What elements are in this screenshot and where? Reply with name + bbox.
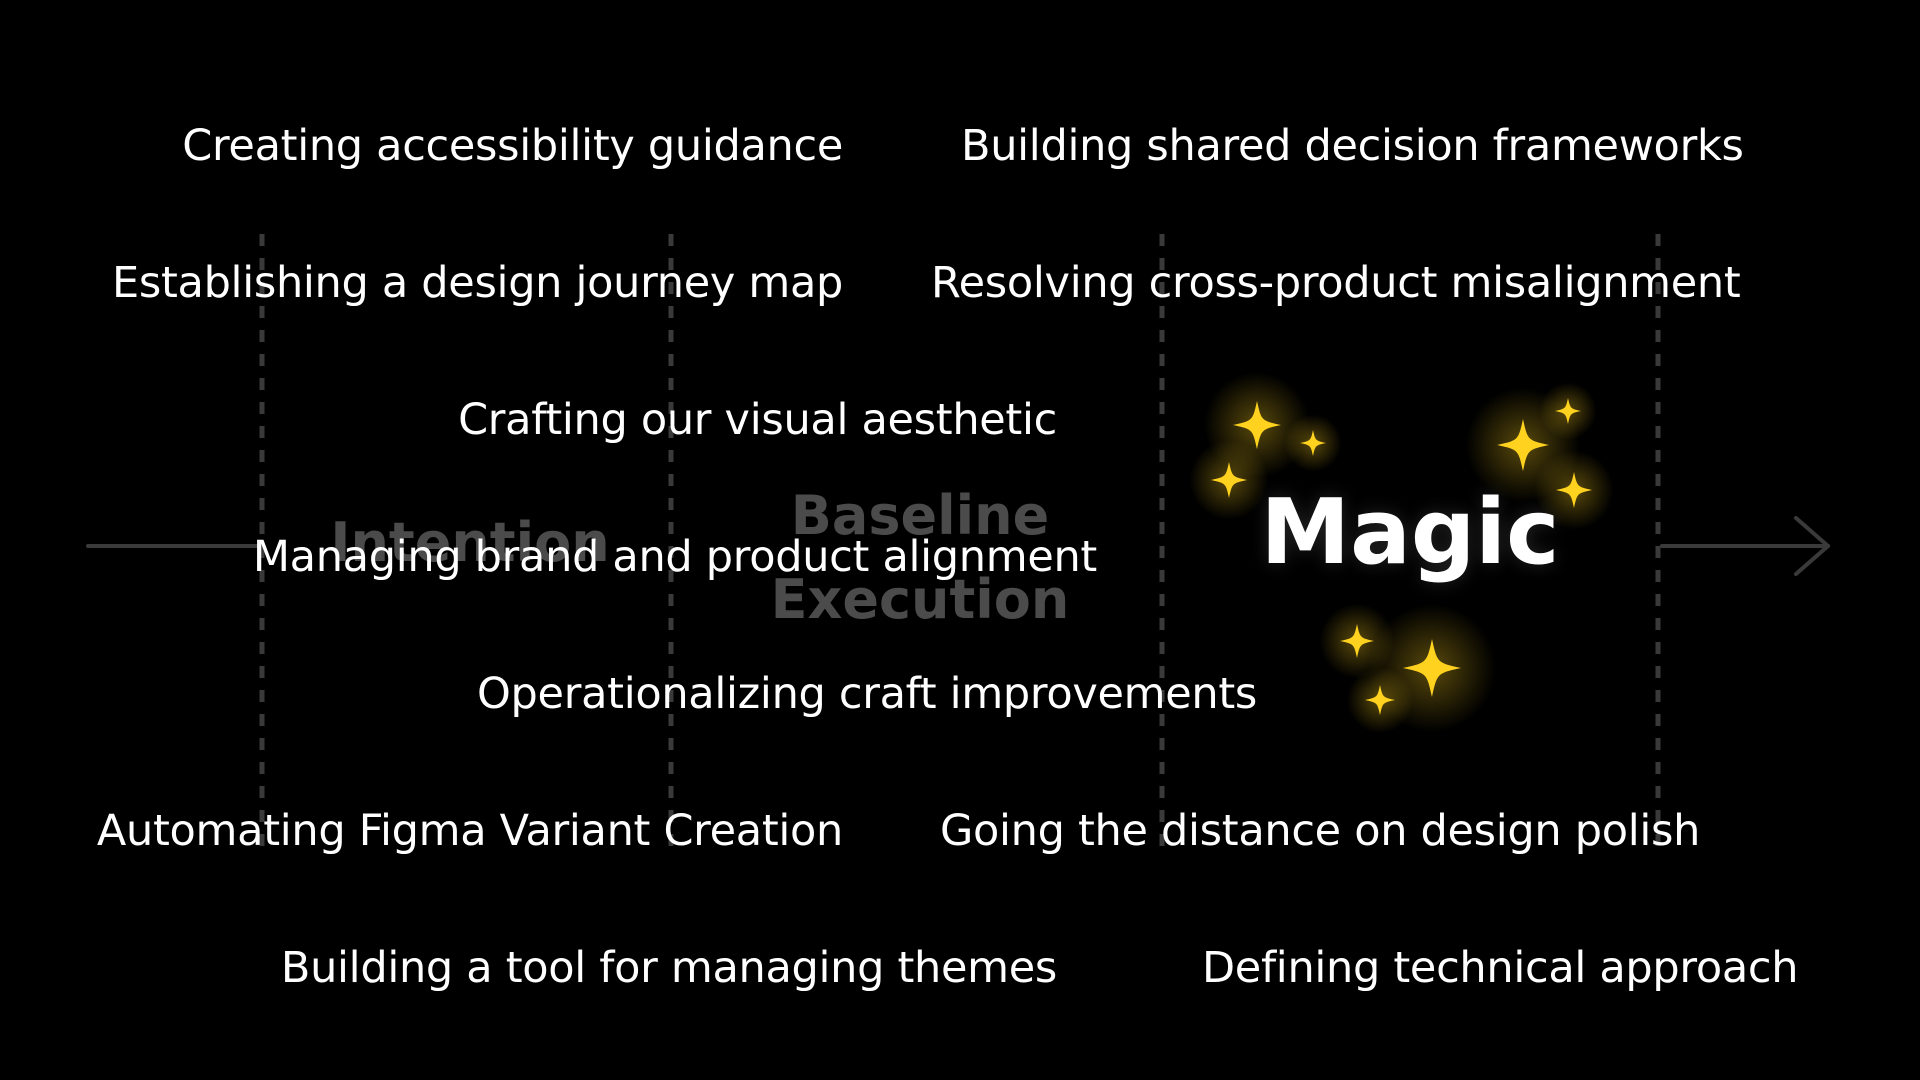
sparkle-icon <box>1556 472 1592 508</box>
stage-baseline-line2: Execution <box>770 568 1070 631</box>
item-decision-frameworks: Building shared decision frameworks <box>961 121 1744 171</box>
item-brand-alignment: Managing brand and product alignment <box>252 532 1097 582</box>
item-design-polish: Going the distance on design polish <box>940 806 1701 856</box>
item-misalignment: Resolving cross-product misalignment <box>931 258 1741 308</box>
sparkle-icon <box>1340 624 1374 658</box>
sparkle-icon <box>1300 430 1326 456</box>
sparkle-icon <box>1211 462 1247 498</box>
stage-baseline-label: Baseline Execution <box>730 474 1110 642</box>
sparkle-icon <box>1497 419 1549 471</box>
sparkle-icon <box>1403 639 1461 697</box>
stage-intention-label: Intention <box>330 511 610 574</box>
stage-dividers <box>259 234 1661 848</box>
item-accessibility: Creating accessibility guidance <box>182 121 843 171</box>
stage-magic-label: Magic <box>1260 480 1560 585</box>
sparkle-icon <box>1233 401 1281 449</box>
item-themes-tool: Building a tool for managing themes <box>280 943 1057 993</box>
item-journey-map: Establishing a design journey map <box>111 258 843 308</box>
item-visual-aesthetic: Crafting our visual aesthetic <box>458 395 1057 445</box>
item-craft-improvements: Operationalizing craft improvements <box>477 669 1257 719</box>
sparkle-icon <box>1365 685 1395 715</box>
item-technical-approach: Defining technical approach <box>1202 943 1799 993</box>
sparkles-group <box>1189 372 1614 733</box>
stage-baseline-line1: Baseline <box>790 484 1050 547</box>
item-figma-variants: Automating Figma Variant Creation <box>96 806 843 856</box>
arrow-right-icon <box>1794 516 1830 576</box>
sparkle-icon <box>1555 398 1581 424</box>
